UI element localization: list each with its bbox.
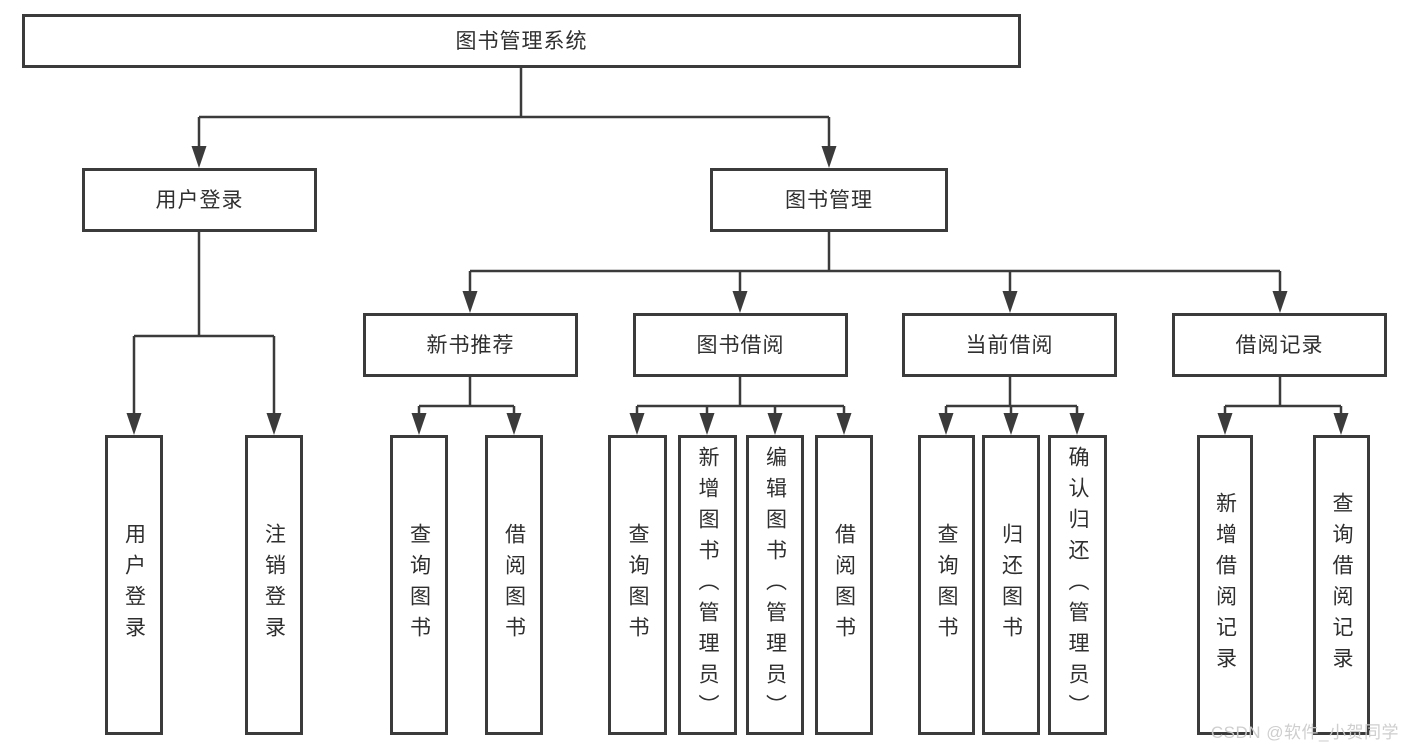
- node-borrow-records: 借阅记录: [1172, 313, 1387, 377]
- leaf-current-query-book: 查询图书: [918, 435, 975, 735]
- connector-records-to-leaves: [1217, 377, 1349, 435]
- connector-root-to-level2: [191, 68, 837, 168]
- connector-login-to-leaves: [126, 232, 282, 435]
- leaf-confirm-return-admin: 确认归还（管理员）: [1048, 435, 1107, 735]
- connector-mgmt-to-level3: [462, 232, 1288, 313]
- node-root-system: 图书管理系统: [22, 14, 1021, 68]
- leaf-query-borrow-record: 查询借阅记录: [1313, 435, 1370, 735]
- leaf-user-login: 用户登录: [105, 435, 163, 735]
- leaf-add-book-admin: 新增图书（管理员）: [678, 435, 737, 735]
- node-user-login: 用户登录: [82, 168, 317, 232]
- leaf-borrow-book: 借阅图书: [815, 435, 873, 735]
- leaf-return-book: 归还图书: [982, 435, 1040, 735]
- leaf-recommend-borrow-book: 借阅图书: [485, 435, 543, 735]
- leaf-logout: 注销登录: [245, 435, 303, 735]
- leaf-edit-book-admin: 编辑图书（管理员）: [746, 435, 804, 735]
- leaf-add-borrow-record: 新增借阅记录: [1197, 435, 1253, 735]
- leaf-borrow-query-book: 查询图书: [608, 435, 667, 735]
- node-book-borrow: 图书借阅: [633, 313, 848, 377]
- node-new-book-recommend: 新书推荐: [363, 313, 578, 377]
- csdn-watermark: CSDN @软件_小贺同学: [1210, 723, 1399, 742]
- connector-borrow-to-leaves: [629, 377, 852, 435]
- connector-recommend-to-leaves: [411, 377, 522, 435]
- leaf-recommend-query-book: 查询图书: [390, 435, 448, 735]
- node-current-borrow: 当前借阅: [902, 313, 1117, 377]
- node-book-management: 图书管理: [710, 168, 948, 232]
- connector-current-to-leaves: [938, 377, 1085, 435]
